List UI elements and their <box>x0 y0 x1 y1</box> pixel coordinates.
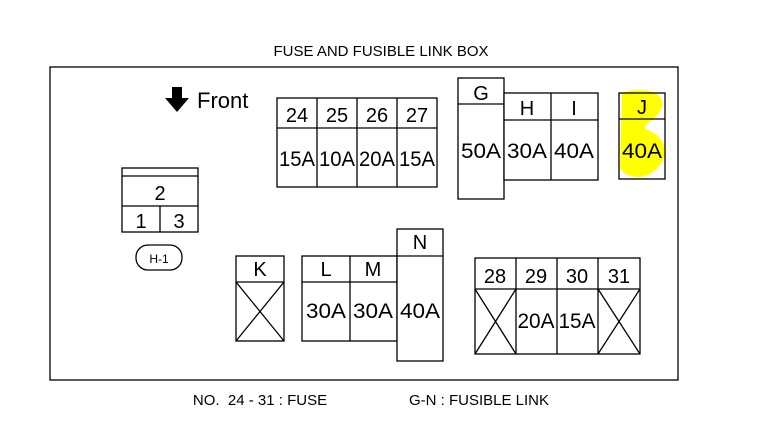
lower-fuse-block: 28 29 30 31 20A 15A <box>474 257 641 355</box>
connector-label: H-1 <box>149 252 169 266</box>
link-rating: 40A <box>554 140 594 163</box>
relay-terminal-3: 3 <box>173 211 184 233</box>
link-letter: K <box>253 259 267 281</box>
link-rating: 50A <box>461 140 501 163</box>
fuse-rating: 20A <box>518 310 555 333</box>
fuse-number: 25 <box>326 105 348 127</box>
link-j-block: J 40A <box>618 90 666 180</box>
link-letter: L <box>320 259 331 281</box>
upper-link-block: G H I 50A 30A 40A <box>457 77 599 200</box>
fuse-rating: 15A <box>559 310 596 333</box>
highlight-mark <box>620 90 665 177</box>
link-rating: 30A <box>353 300 393 323</box>
fuse-number: 28 <box>484 266 506 288</box>
fuse-number: 29 <box>525 266 547 288</box>
fuse-number: 30 <box>566 266 588 288</box>
front-arrow-icon <box>165 87 189 112</box>
link-rating: 40A <box>400 300 440 323</box>
connector-h1: H-1 <box>135 244 183 271</box>
fuse-box-outline <box>49 66 679 381</box>
link-letter: J <box>637 97 647 119</box>
link-rating: 30A <box>507 140 547 163</box>
link-letter: M <box>365 259 382 281</box>
link-rating: 30A <box>306 300 346 323</box>
fuse-rating: 15A <box>279 148 315 171</box>
link-k-block: K <box>235 255 285 342</box>
fuse-rating: 15A <box>399 148 435 171</box>
relay-block: 2 1 3 <box>121 167 199 233</box>
fuse-note: NO. 24 - 31 : FUSE <box>193 392 327 409</box>
relay-terminal-2: 2 <box>154 183 165 205</box>
link-letter: N <box>413 232 427 254</box>
link-note: G-N : FUSIBLE LINK <box>409 392 549 409</box>
relay-terminal-1: 1 <box>135 211 146 233</box>
fuse-rating: 10A <box>319 148 355 171</box>
fuse-number: 31 <box>608 266 630 288</box>
lower-link-block: L M N 30A 30A 40A <box>301 228 444 362</box>
fuse-number: 27 <box>406 105 428 127</box>
front-label: Front <box>197 88 248 113</box>
fuse-rating: 20A <box>359 148 395 171</box>
upper-fuse-block: 24 25 26 27 15A 10A 20A 15A <box>276 97 438 188</box>
link-letter: G <box>473 83 489 105</box>
fuse-number: 26 <box>366 105 388 127</box>
diagram-title: FUSE AND FUSIBLE LINK BOX <box>273 43 488 60</box>
link-letter: I <box>571 98 577 120</box>
link-rating: 40A <box>622 140 662 163</box>
fuse-number: 24 <box>286 105 308 127</box>
link-letter: H <box>520 98 534 120</box>
